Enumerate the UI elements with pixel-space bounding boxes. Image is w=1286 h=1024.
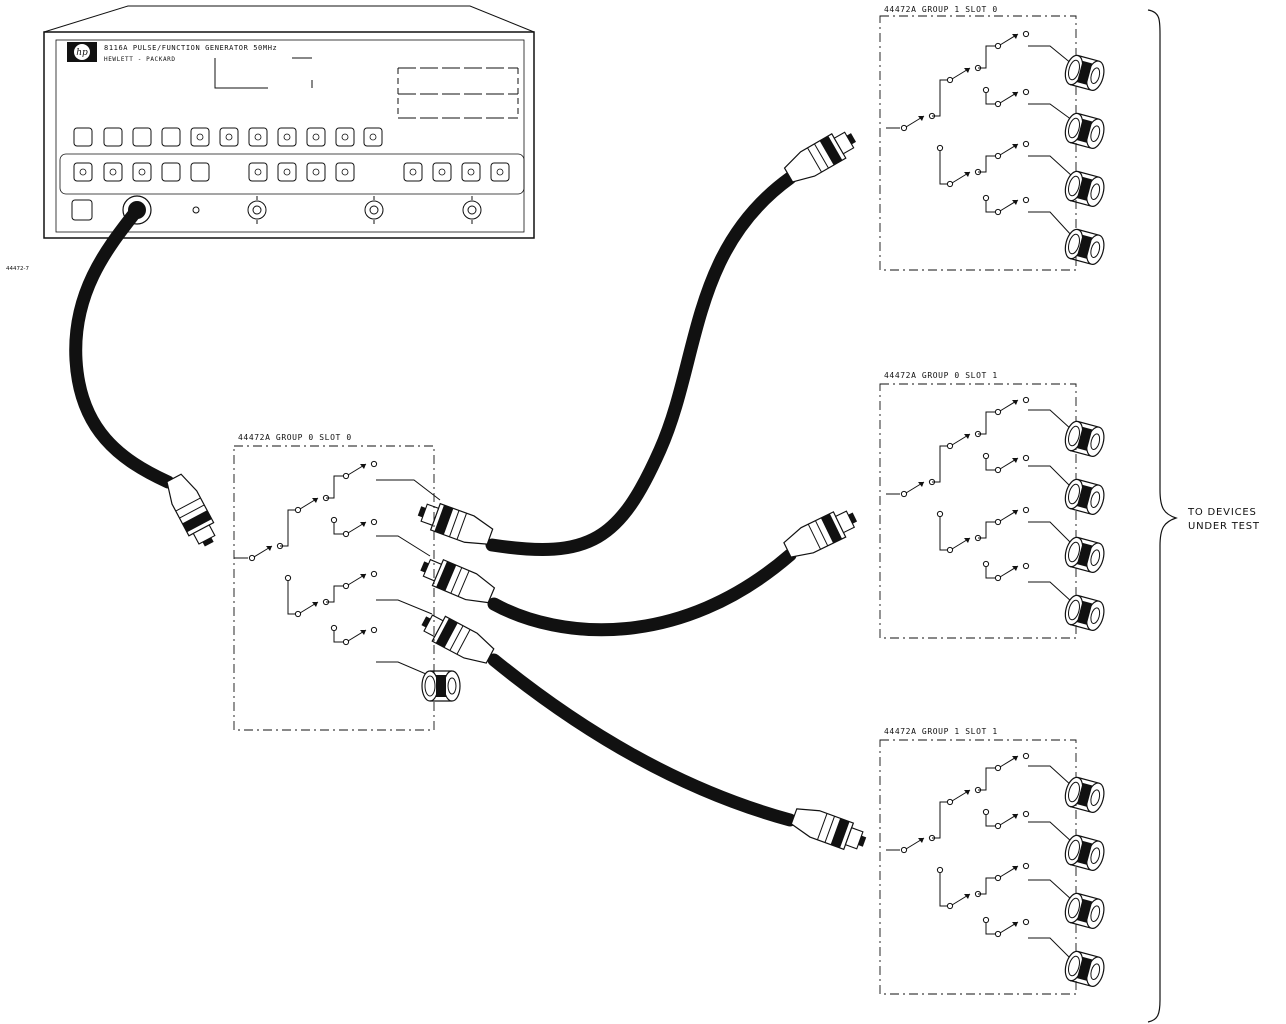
cable-plug (788, 802, 870, 856)
pulse-function-generator: hp 8116A PULSE/FUNCTION GENERATOR 50MHz … (43, 5, 535, 239)
module-top-right: 44472A GROUP 1 SLOT 0 (879, 5, 1108, 271)
cable-plug (780, 124, 862, 188)
input-bnc-jack[interactable] (364, 196, 384, 224)
cable-generator-to-left-module (69, 203, 175, 489)
figure-id: 44472-7 (6, 266, 29, 272)
cable-plug (416, 552, 498, 609)
generator-button[interactable] (335, 127, 355, 147)
indicator-led (192, 206, 200, 214)
devices-label-line2: UNDER TEST (1188, 521, 1260, 532)
generator-button[interactable] (335, 162, 355, 182)
input-bnc-jack[interactable] (462, 196, 482, 224)
generator-button[interactable] (190, 127, 210, 147)
hp-logo-text: hp (76, 48, 88, 58)
generator-button[interactable] (132, 127, 152, 147)
generator-button[interactable] (306, 162, 326, 182)
power-button[interactable] (71, 199, 93, 221)
generator-button[interactable] (73, 162, 93, 182)
cable-plug (414, 497, 496, 551)
input-bnc-jack[interactable] (247, 196, 267, 224)
module-bottom-right: 44472A GROUP 1 SLOT 1 (879, 727, 1108, 995)
generator-button[interactable] (132, 162, 152, 182)
generator-button[interactable] (73, 127, 93, 147)
generator-button[interactable] (103, 127, 123, 147)
generator-button[interactable] (161, 127, 181, 147)
generator-button[interactable] (277, 127, 297, 147)
generator-button[interactable] (190, 162, 210, 182)
module-left: 44472A GROUP 0 SLOT 0 (234, 433, 461, 731)
generator-button[interactable] (248, 127, 268, 147)
generator-button[interactable] (277, 162, 297, 182)
generator-display (214, 57, 313, 89)
cable-to-top-right-module (485, 171, 797, 557)
generator-button[interactable] (363, 127, 383, 147)
module-top-right-label: 44472A GROUP 1 SLOT 0 (884, 5, 998, 14)
generator-button[interactable] (403, 162, 423, 182)
generator-readout-panel (397, 67, 519, 119)
generator-model-label: 8116A PULSE/FUNCTION GENERATOR 50MHz (104, 44, 277, 52)
generator-button[interactable] (306, 127, 326, 147)
generator-button[interactable] (103, 162, 123, 182)
cable-to-mid-right-module (487, 548, 797, 637)
generator-button[interactable] (248, 162, 268, 182)
generator-button[interactable] (432, 162, 452, 182)
generator-middle-button-row (73, 162, 510, 182)
module-mid-right-label: 44472A GROUP 0 SLOT 1 (884, 371, 998, 380)
cables (69, 171, 797, 827)
generator-top-button-row (73, 127, 383, 147)
generator-maker-label: HEWLETT - PACKARD (104, 56, 176, 63)
generator-button[interactable] (490, 162, 510, 182)
cable-plug (416, 607, 498, 669)
generator-button[interactable] (161, 162, 181, 182)
devices-brace (1147, 9, 1178, 1023)
module-bottom-right-label: 44472A GROUP 1 SLOT 1 (884, 727, 998, 736)
generator-button[interactable] (219, 127, 239, 147)
cable-plug (780, 503, 862, 564)
module-mid-right: 44472A GROUP 0 SLOT 1 (879, 371, 1108, 639)
cable-plug (161, 470, 223, 552)
generator-button[interactable] (461, 162, 481, 182)
cable-to-bottom-right-module (487, 653, 797, 827)
module-left-label: 44472A GROUP 0 SLOT 0 (238, 433, 352, 442)
devices-label-line1: TO DEVICES (1187, 507, 1257, 518)
